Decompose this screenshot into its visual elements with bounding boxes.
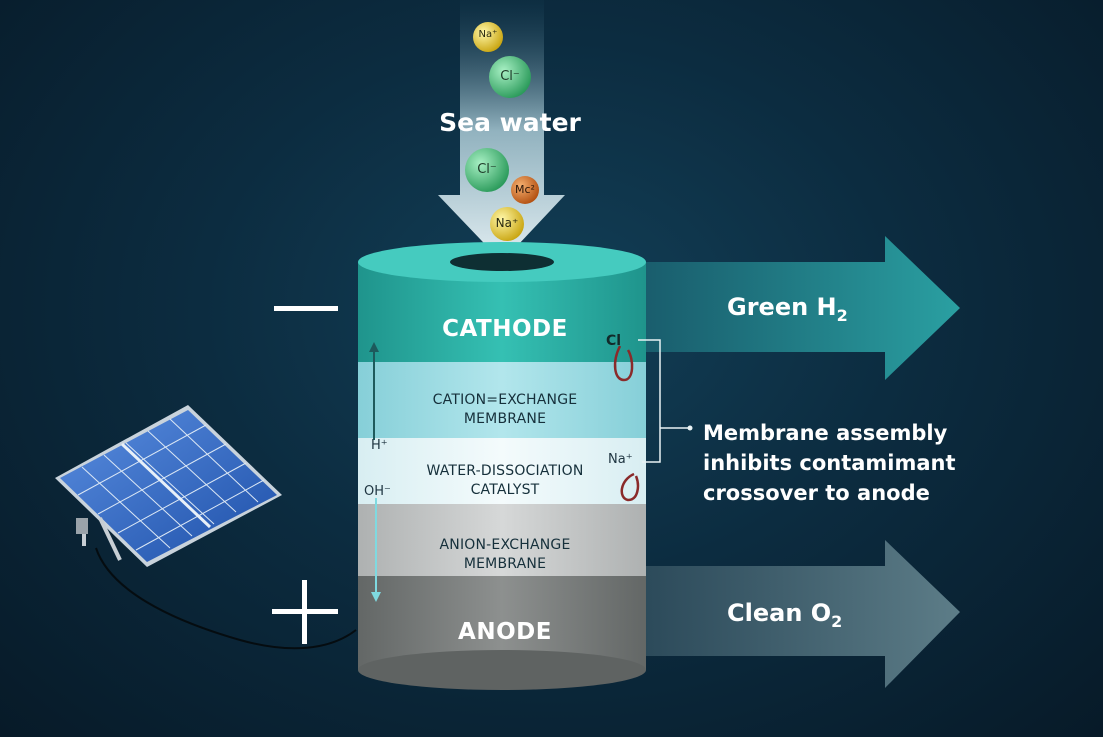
sodium-ion-ball-1 (473, 22, 503, 52)
callout-line-3: crossover to anode (703, 481, 930, 505)
anion-exchange-membrane-layer (358, 502, 646, 576)
power-wire (95, 547, 357, 650)
hydrogen-output-text: Green H (727, 293, 837, 321)
cl-inside-label: Cl (606, 333, 622, 349)
proton-flow-arrowhead (369, 342, 379, 352)
callout-line-1: Membrane assembly (703, 421, 948, 445)
cation-membrane-label: CATION=EXCHANGE MEMBRANE (370, 391, 640, 429)
chloride-ion-ball-1 (489, 56, 531, 98)
oxygen-subscript: 2 (831, 611, 843, 631)
magnesium-ion-ball (511, 176, 539, 204)
callout-bracket (638, 339, 688, 463)
ion-label-cl-1: Cl⁻ (500, 69, 520, 84)
ion-label-na-2: Na⁺ (495, 216, 519, 230)
water-dissociation-catalyst-layer (358, 436, 646, 504)
cathode-inlet-hole (450, 253, 554, 271)
anion-membrane-line-1: ANION-EXCHANGE (439, 537, 571, 553)
catalyst-label: WATER-DISSOCIATION CATALYST (370, 462, 640, 500)
oxygen-output-text: Clean O (727, 599, 832, 627)
chloride-ion-ball-2 (465, 148, 509, 192)
sodium-ion-ball-2 (490, 207, 524, 241)
cation-exchange-membrane-layer (358, 360, 646, 438)
negative-terminal-symbol (274, 306, 338, 311)
h-plus-label: H⁺ (371, 438, 388, 453)
anion-membrane-label: ANION-EXCHANGE MEMBRANE (370, 536, 640, 574)
hydrogen-output-arrow (620, 236, 960, 380)
sodium-return-arrow (620, 472, 640, 502)
anode-label: ANODE (458, 619, 552, 645)
hydrogen-subscript: 2 (836, 305, 848, 325)
solar-panel (55, 405, 282, 567)
oxygen-output-arrow (620, 540, 960, 688)
cation-membrane-line-2: MEMBRANE (463, 411, 547, 427)
oh-minus-label: OH⁻ (364, 484, 391, 499)
na-plus-inside-label: Na⁺ (608, 452, 633, 467)
anion-membrane-line-2: MEMBRANE (463, 556, 547, 572)
sea-water-label: Sea water (439, 108, 581, 137)
positive-terminal-vertical (302, 580, 307, 644)
hydroxide-flow-arrowhead (371, 592, 381, 602)
callout-text: Membrane assembly inhibits contamimant c… (703, 418, 956, 508)
cation-membrane-line-1: CATION=EXCHANGE (432, 392, 578, 408)
ion-label-mg: Mc² (515, 183, 535, 196)
cathode-label: CATHODE (442, 316, 568, 342)
ion-label-na-1: Na⁺ (478, 29, 498, 40)
catalyst-line-2: CATALYST (470, 482, 540, 498)
oxygen-output-label: Clean O2 (727, 599, 842, 631)
callout-line-2: inhibits contamimant (703, 451, 956, 475)
ion-label-cl-2: Cl⁻ (477, 162, 497, 177)
hydrogen-output-label: Green H2 (727, 293, 848, 325)
chloride-return-arrow (613, 345, 634, 382)
catalyst-line-1: WATER-DISSOCIATION (426, 463, 584, 479)
callout-dot (687, 425, 693, 431)
anode-bottom (358, 650, 646, 690)
